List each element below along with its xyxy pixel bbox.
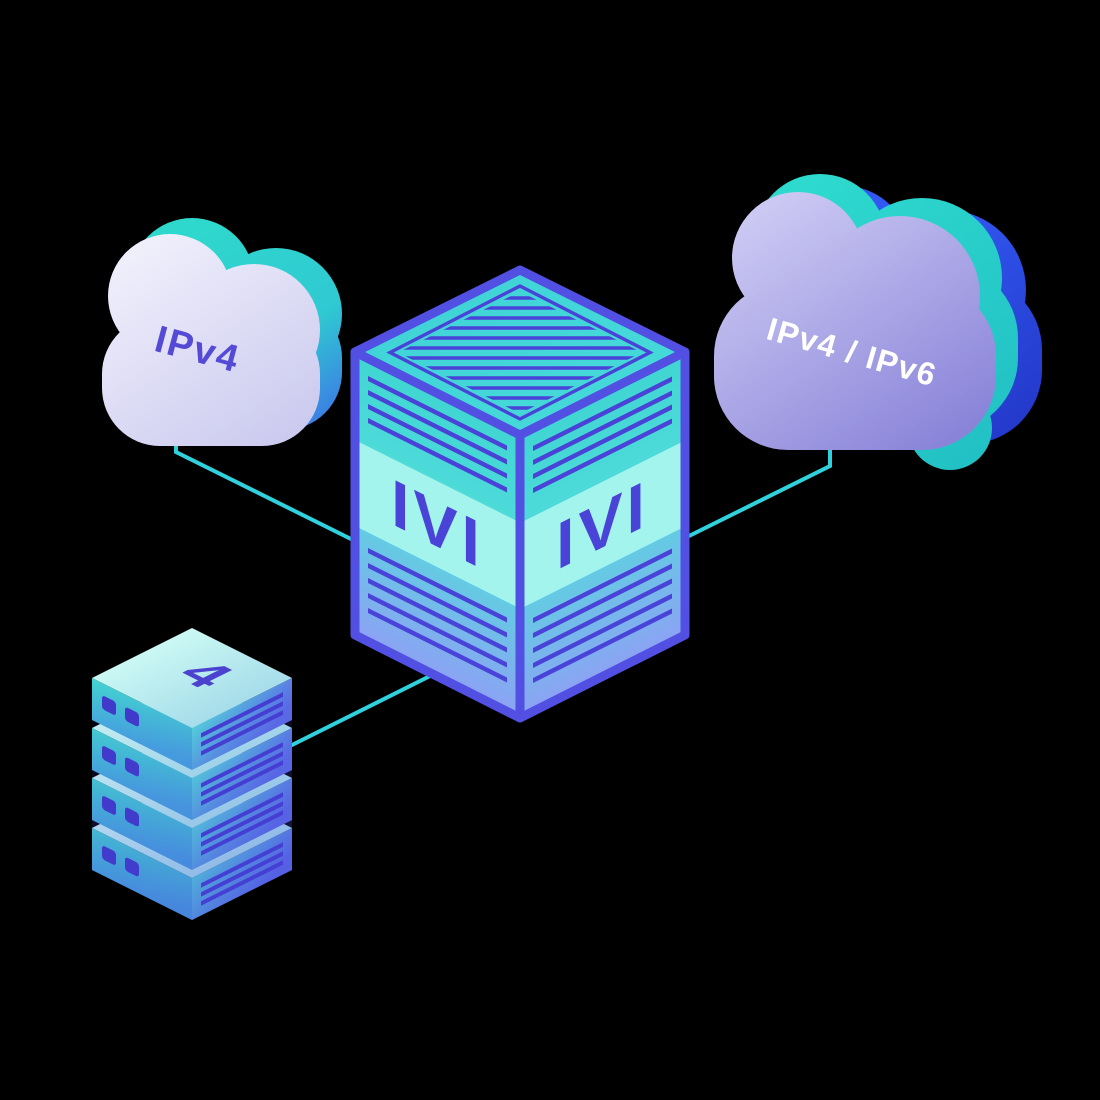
ipv4-cloud-node: IPv4	[102, 218, 342, 446]
cube-left-face: IVI	[355, 352, 520, 718]
cube-left-bottom-stripes	[368, 547, 507, 683]
cube-right-label-band	[520, 440, 685, 609]
cube-left-top-stripes	[368, 375, 507, 493]
ivi-translator-cube: IVI IVI	[350, 265, 690, 723]
server-stack-node: 4	[92, 628, 292, 920]
cube-right-face: IVI	[520, 352, 685, 718]
cube-right-top-stripes	[533, 376, 672, 494]
server-stack-shade-overlay	[92, 628, 292, 920]
ipv4-ipv6-cloud-node: IPv4 / IPv6	[714, 174, 1042, 470]
connector-server-stack-to-ivi	[289, 670, 439, 748]
cube-top-inner-border	[386, 284, 654, 421]
cube-right-bottom-stripes	[533, 548, 672, 684]
cube-left-label-band	[355, 440, 520, 609]
cube-inner-edges	[350, 347, 690, 723]
